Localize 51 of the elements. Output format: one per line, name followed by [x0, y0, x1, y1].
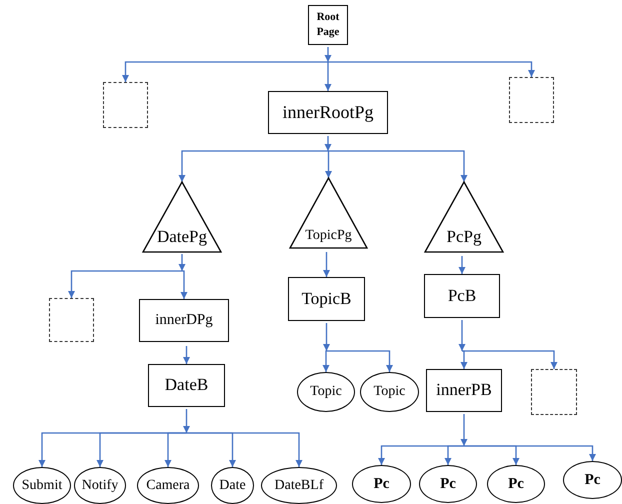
leaf-ellipse: Topic [297, 372, 355, 412]
process-box: PcB [424, 274, 500, 318]
placeholder-box [531, 369, 577, 415]
leaf-ellipse: Pc [487, 465, 545, 503]
leaf-ellipse: Pc [419, 465, 477, 503]
process-box: innerRootPg [268, 91, 388, 134]
leaf-ellipse: Submit [13, 467, 71, 504]
trunk-arrow [324, 47, 332, 62]
placeholder-box [509, 77, 554, 123]
arrow [183, 346, 190, 364]
trunk-arrow [460, 414, 468, 446]
arrow [186, 432, 302, 467]
leaf-ellipse: DateBLf [261, 467, 337, 504]
process-box: TopicB [288, 277, 365, 321]
node-label: TopicPg [305, 228, 352, 243]
trunk-arrow [458, 320, 466, 351]
arrow [164, 432, 186, 467]
process-box: DateB [148, 364, 225, 407]
placeholder-box [103, 82, 148, 128]
arrow [178, 150, 328, 182]
node-label: DatePg [156, 228, 208, 247]
trunk-arrow [323, 323, 330, 351]
process-box: Root Page [308, 5, 348, 45]
arrow [322, 350, 330, 372]
arrow [328, 61, 535, 77]
trunk-arrow [183, 409, 190, 433]
arrow [122, 61, 328, 82]
leaf-ellipse: Pc [352, 465, 411, 503]
leaf-ellipse: Topic [360, 372, 419, 412]
trunk-arrow [178, 254, 186, 271]
process-box: innerPB [426, 369, 502, 412]
arrow [324, 61, 332, 91]
placeholder-box [49, 298, 94, 342]
trunk-arrow [324, 136, 332, 151]
arrow [464, 445, 596, 461]
arrow [444, 445, 464, 465]
arrow [68, 270, 182, 298]
arrow [328, 150, 468, 182]
arrow [460, 350, 468, 369]
leaf-ellipse: Notify [74, 467, 126, 504]
arrow [180, 270, 188, 299]
leaf-ellipse: Pc [563, 461, 622, 499]
arrow [458, 256, 466, 274]
arrow [462, 350, 558, 369]
process-box: innerDPg [139, 299, 229, 342]
arrow [325, 150, 332, 178]
leaf-ellipse: Camera [137, 467, 199, 504]
node-label: PcPg [446, 228, 482, 247]
leaf-ellipse: Date [211, 467, 254, 504]
arrow [323, 252, 330, 277]
arrow [326, 350, 393, 372]
